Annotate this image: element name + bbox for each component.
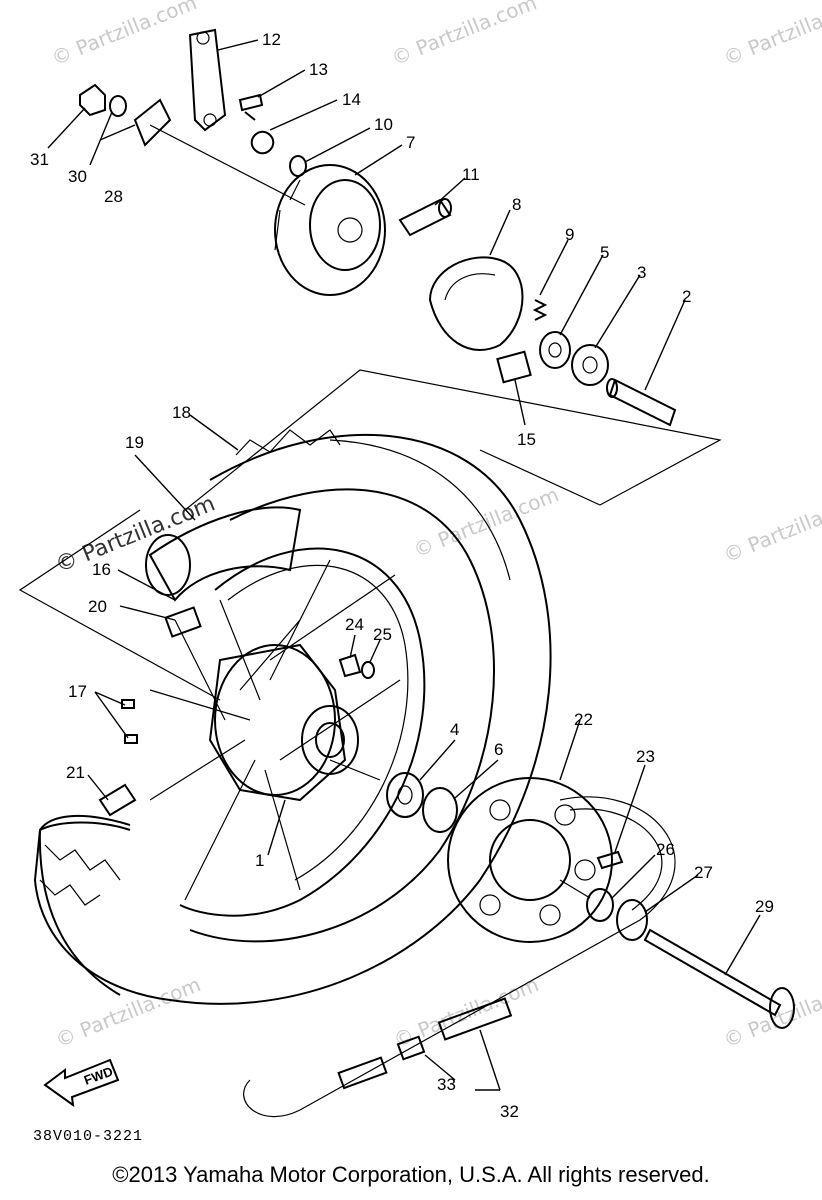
- rim-band: [145, 506, 302, 638]
- callout-23: 23: [636, 747, 655, 766]
- callout-20: 20: [88, 597, 107, 616]
- callout-30: 30: [68, 167, 87, 186]
- bracket-28: [133, 98, 172, 147]
- drive-chain: [243, 796, 676, 1118]
- rim: [179, 547, 426, 917]
- spring: [532, 299, 548, 321]
- bearing-3-inner: [582, 356, 598, 374]
- callout-9: 9: [565, 225, 574, 244]
- bearing-4-inner: [397, 785, 413, 805]
- forward-arrow-label: FWD: [82, 1064, 115, 1088]
- nut-31: [79, 83, 106, 117]
- bolt: [238, 93, 264, 112]
- hub: [208, 643, 359, 802]
- washer-10: [289, 155, 307, 177]
- callout-32: 32: [500, 1102, 519, 1121]
- oil-seal-6: [422, 787, 458, 833]
- brake-shoe-block: [496, 350, 532, 384]
- callout-labels: 1 2 3 4 5 6 7 8 9 10 11 12 13 14 15 16 1…: [30, 30, 774, 1121]
- callout-25: 25: [373, 625, 392, 644]
- callout-18: 18: [172, 403, 191, 422]
- assembly-outlines: [18, 124, 722, 899]
- callout-21: 21: [66, 763, 85, 782]
- callout-19: 19: [125, 433, 144, 452]
- callout-12: 12: [262, 30, 281, 49]
- copyright-footer: ©2013 Yamaha Motor Corporation, U.S.A. A…: [112, 1162, 710, 1187]
- sprocket-bolt: [596, 850, 624, 870]
- callout-24: 24: [345, 615, 364, 634]
- camshaft: [398, 198, 452, 237]
- callout-26: 26: [656, 840, 675, 859]
- collar-25: [361, 661, 375, 679]
- callout-3: 3: [637, 263, 646, 282]
- callout-13: 13: [309, 60, 328, 79]
- tire: [33, 429, 552, 1005]
- rim-lock: [98, 783, 137, 817]
- return-spring: [244, 111, 275, 155]
- callout-14: 14: [342, 90, 361, 109]
- bearing-5-inner: [548, 342, 562, 358]
- callout-16: 16: [92, 560, 111, 579]
- callout-22: 22: [574, 710, 593, 729]
- callout-33: 33: [437, 1075, 456, 1094]
- spacer: [606, 378, 677, 427]
- bearing-3: [571, 344, 609, 386]
- washer-30: [109, 95, 127, 117]
- callout-1: 1: [255, 851, 264, 870]
- callout-17: 17: [68, 682, 87, 701]
- callout-11: 11: [462, 165, 480, 184]
- callout-31: 31: [30, 150, 49, 169]
- callout-28: 28: [104, 187, 123, 206]
- callout-8: 8: [512, 195, 521, 214]
- callout-6: 6: [494, 740, 503, 759]
- diagram-code: 38V010-3221: [33, 1128, 144, 1145]
- cam-lever: [188, 28, 227, 132]
- leader-lines: [47, 39, 761, 1091]
- collar-24: [338, 653, 362, 678]
- bearing-5: [539, 331, 571, 369]
- axle: [643, 928, 795, 1029]
- brake-shoes: [428, 256, 524, 351]
- callout-15: 15: [517, 430, 536, 449]
- callout-29: 29: [755, 897, 774, 916]
- brake-shoe-plate: [274, 164, 386, 296]
- callout-5: 5: [600, 243, 609, 262]
- callout-10: 10: [374, 115, 393, 134]
- forward-arrow: FWD: [43, 1058, 120, 1108]
- callout-2: 2: [682, 287, 691, 306]
- seal-27: [616, 899, 648, 941]
- callout-7: 7: [406, 133, 415, 152]
- callout-27: 27: [694, 863, 713, 882]
- callout-4: 4: [450, 720, 459, 739]
- spoke-nipple-b: [124, 734, 138, 744]
- sprocket: [447, 777, 613, 943]
- bearing-4: [386, 772, 424, 818]
- collar-26: [586, 888, 614, 922]
